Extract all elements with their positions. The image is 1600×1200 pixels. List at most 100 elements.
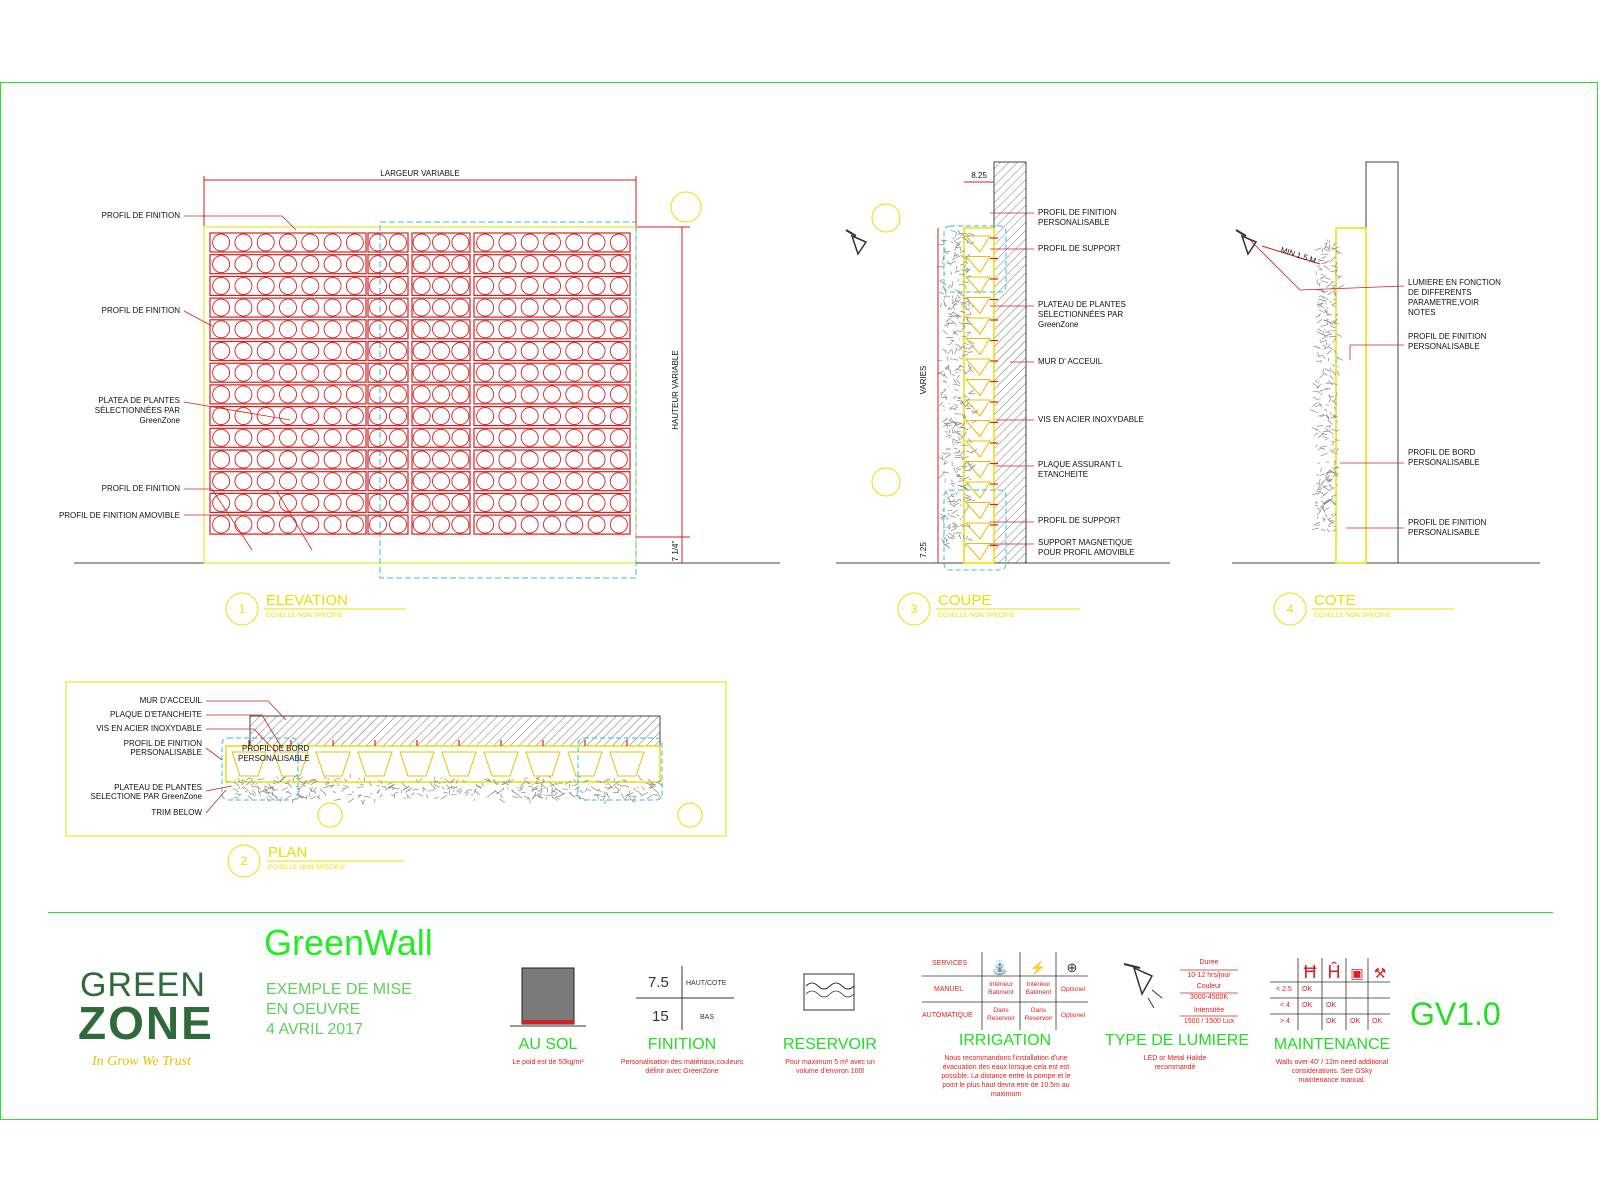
sec-label-1b: PERSONALISABLE xyxy=(1038,218,1110,227)
callout-bubble xyxy=(671,192,701,222)
reservoir-note-1: Pour maximum 5 m² avec un xyxy=(770,1058,890,1067)
elev-label-profil-4: PROFIL DE FINITION AMOVIBLE xyxy=(59,511,180,520)
light-fixture-icon xyxy=(846,230,866,254)
lumiere-note-1: LED or Metal Halide xyxy=(1120,1054,1230,1063)
plan-label-5b: PERSONALISABLE xyxy=(238,754,310,763)
crane-icon: ⚒ xyxy=(1374,965,1387,981)
irr-row-manuel: MANUEL xyxy=(934,986,963,993)
project-line-2: EN OEUVRE xyxy=(266,1000,412,1020)
side-label-1d: NOTES xyxy=(1408,308,1436,317)
faucet-icon: ⛲ xyxy=(991,959,1008,976)
sec-label-3c: GreenZone xyxy=(1038,320,1079,329)
reservoir-note-2: volume d'environ 100l xyxy=(770,1067,890,1076)
plan-label-3: VIS EN ACIER INOXYDABLE xyxy=(96,724,202,733)
elev-label-platea-3: GreenZone xyxy=(140,416,181,425)
host-wall xyxy=(994,162,1026,563)
sec-label-8b: POUR PROFIL AMOVIBLE xyxy=(1038,548,1135,557)
sec-label-3b: SÉLECTIONNÉES PAR xyxy=(1038,310,1123,319)
finition-label-2: BAS xyxy=(700,1014,714,1021)
sec-label-5: VIS EN ACIER INOXYDABLE xyxy=(1038,415,1144,424)
view-number: 3 xyxy=(911,602,918,616)
plan-label-6b: SELECTIONE PAR GreenZone xyxy=(91,792,203,801)
irrigation-note-4: point le plus haut devra etre de 10.5m a… xyxy=(916,1081,1096,1090)
maint-ok: OK xyxy=(1302,986,1312,993)
bottom-dim: 7.25 xyxy=(919,542,928,558)
finition-note-2: définir avec GreenZone xyxy=(600,1067,764,1076)
side-label-4a: PROFIL DE FINITION xyxy=(1408,518,1487,527)
host-wall xyxy=(1366,162,1398,563)
sec-label-1a: PROFIL DE FINITION xyxy=(1038,208,1117,217)
maint-ok: OK xyxy=(1372,1018,1382,1025)
plan-label-5a: PROFIL DE BORD xyxy=(242,744,309,753)
plant-foliage xyxy=(1310,240,1344,533)
bottom-dim-label: 7 1/4" xyxy=(671,541,680,562)
irr-row-services: SERVICES xyxy=(932,960,967,967)
irr-cell-1-a: Intérieur xyxy=(983,981,1019,989)
side-label-1a: LUMIERE EN FONCTION xyxy=(1408,278,1501,287)
ausol-title: AU SOL xyxy=(500,1036,596,1054)
irrigation-note-2: évacuation des eaux lorsque cela est est xyxy=(916,1063,1096,1072)
project-info: EXEMPLE DE MISE EN OEUVRE 4 AVRIL 2017 xyxy=(266,980,412,1040)
plant-foliage xyxy=(937,230,979,548)
lum-couleur-value: 3000-4500K xyxy=(1176,994,1242,1001)
maint-ok: OK xyxy=(1326,1002,1336,1009)
irr-cell-2-a: Intérieur xyxy=(1021,981,1056,989)
reservoir-title: RESERVOIR xyxy=(770,1036,890,1054)
maint-ok: OK xyxy=(1350,1018,1360,1025)
sec-label-3a: PLATEAU DE PLANTES xyxy=(1038,300,1126,309)
product-title: GreenWall xyxy=(264,922,433,964)
maint-row-1: < 2.5 xyxy=(1276,986,1292,993)
light-fixture-icon xyxy=(1236,230,1256,254)
plan-label-2: PLAQUE D'ETANCHEITE xyxy=(110,710,202,719)
globe-icon: ⊕ xyxy=(1067,960,1078,975)
sec-label-7: PROFIL DE SUPPORT xyxy=(1038,516,1121,525)
sec-label-6b: ETANCHEITE xyxy=(1038,470,1088,479)
tray-teeth xyxy=(966,236,998,560)
lamp-icon xyxy=(1124,964,1162,1008)
top-dim: 8.25 xyxy=(971,171,987,180)
irr-cell-3: Optionel xyxy=(1057,986,1089,993)
irr-cell-4-b: Reservoir xyxy=(983,1015,1019,1023)
irr-cell-4: DansReservoir xyxy=(983,1007,1019,1023)
sec-label-8a: SUPPORT MAGNETIQUE xyxy=(1038,538,1132,547)
irr-cell-6: Optionel xyxy=(1057,1012,1089,1019)
irr-cell-5: DansReservoir xyxy=(1021,1007,1056,1023)
maintenance-title: MAINTENANCE xyxy=(1262,1036,1402,1054)
plan-label-1: MUR D'ACCEUIL xyxy=(140,696,203,705)
plan-view: MUR D'ACCEUIL PLAQUE D'ETANCHEITE VIS EN… xyxy=(66,682,726,877)
ladder-icon: Ħ xyxy=(1304,962,1317,982)
lum-intensite-value: 1500 / 1500 Lux xyxy=(1172,1018,1246,1025)
logo-tagline: In Grow We Trust xyxy=(92,1054,191,1070)
lumiere-note: LED or Metal Halide recommandé xyxy=(1120,1054,1230,1072)
view-scale: ECHELLE NON SPECIFIE xyxy=(266,612,344,619)
floor-base-icon xyxy=(522,1020,574,1024)
lumiere-title: TYPE DE LUMIERE xyxy=(1094,1032,1260,1050)
ausol-note: Le poid est de 50kg/m² xyxy=(496,1058,600,1067)
detail-callout-box xyxy=(380,222,636,578)
elev-label-profil-1: PROFIL DE FINITION xyxy=(102,211,181,220)
reservoir-note: Pour maximum 5 m² avec un volume d'envir… xyxy=(770,1058,890,1076)
side-label-4b: PERSONALISABLE xyxy=(1408,528,1480,537)
varies-dim: VARIES xyxy=(919,366,928,395)
elev-label-profil-2: PROFIL DE FINITION xyxy=(102,306,181,315)
irr-cell-5-a: Dans xyxy=(1021,1007,1056,1015)
plan-label-4b: PERSONALISABLE xyxy=(130,748,202,757)
lumiere-note-2: recommandé xyxy=(1120,1063,1230,1072)
sec-label-2: PROFIL DE SUPPORT xyxy=(1038,244,1121,253)
irr-cell-4-a: Dans xyxy=(983,1007,1019,1015)
elev-label-profil-3: PROFIL DE FINITION xyxy=(102,484,181,493)
elevation-view: LARGEUR VARIABLE HAUTEUR VARIABLE 7 1/4"… xyxy=(59,169,780,625)
cart-icon: ▣ xyxy=(1350,965,1363,981)
irrigation-note-3: possible. La distance entre la pompe et … xyxy=(916,1072,1096,1081)
logo-zone: ZONE xyxy=(78,996,214,1050)
finition-title: FINITION xyxy=(620,1036,744,1054)
side-view: MIN 1.5 M LUMIERE EN FONCTION DE DIFFERE… xyxy=(1232,162,1540,625)
irrigation-note-1: Nous recommandons l'installation d'une xyxy=(916,1054,1096,1063)
irr-cell-1-b: Batiment xyxy=(983,989,1019,997)
sec-label-6a: PLAQUE ASSURANT L xyxy=(1038,460,1123,469)
project-date: 4 AVRIL 2017 xyxy=(266,1020,412,1040)
finition-note: Personalisation des matériaux,couleurs d… xyxy=(600,1058,764,1076)
maint-row-3: > 4 xyxy=(1280,1018,1290,1025)
view-number: 1 xyxy=(239,602,246,616)
maintenance-note: Walls over 40' / 12m need additional con… xyxy=(1252,1058,1412,1085)
